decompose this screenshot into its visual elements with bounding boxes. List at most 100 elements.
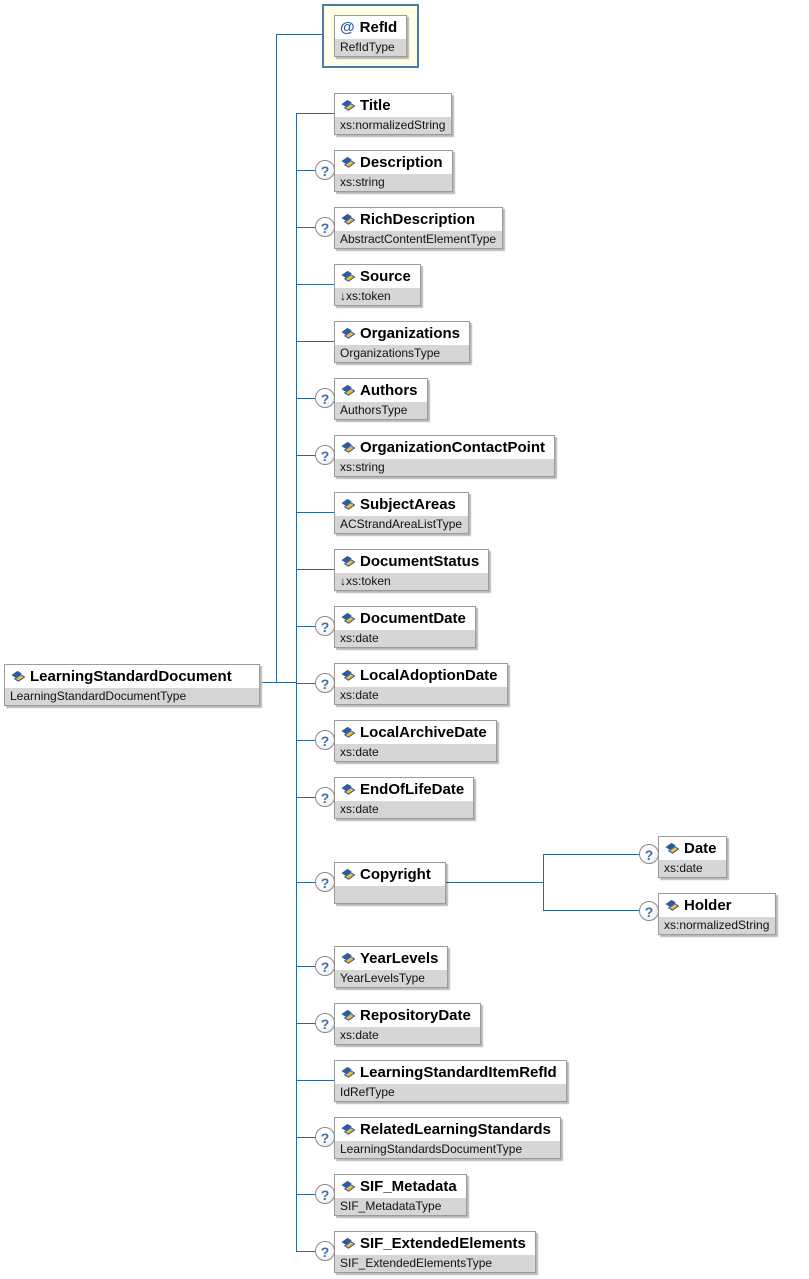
node-copyright[interactable]: Copyright xyxy=(334,862,446,904)
element-icon xyxy=(340,867,356,882)
node-sif-metadata[interactable]: SIF_Metadata SIF_MetadataType xyxy=(334,1174,467,1216)
connector xyxy=(296,1023,317,1024)
element-icon xyxy=(340,782,356,797)
node-yearlevels[interactable]: YearLevels YearLevelsType xyxy=(334,946,449,988)
node-localarchivedate[interactable]: LocalArchiveDate xs:date xyxy=(334,720,497,762)
node-copyright-date[interactable]: Date xs:date xyxy=(658,836,727,878)
node-documentstatus[interactable]: DocumentStatus ↓xs:token xyxy=(334,549,490,591)
connector xyxy=(296,398,317,399)
element-name: SubjectAreas xyxy=(360,496,456,513)
connector xyxy=(296,797,317,798)
optional-indicator: ? xyxy=(315,616,335,636)
element-type: ↓xs:token xyxy=(335,573,489,590)
element-icon xyxy=(340,440,356,455)
optional-indicator: ? xyxy=(315,787,335,807)
element-name: RelatedLearningStandards xyxy=(360,1121,551,1138)
node-title[interactable]: Title xs:normalizedString xyxy=(334,93,453,135)
node-description[interactable]: Description xs:string xyxy=(334,150,453,192)
node-authors[interactable]: Authors AuthorsType xyxy=(334,378,428,420)
node-subjectareas[interactable]: SubjectAreas ACStrandAreaListType xyxy=(334,492,470,534)
connector xyxy=(296,966,317,967)
element-name: DocumentDate xyxy=(360,610,466,627)
element-type: LearningStandardsDocumentType xyxy=(335,1141,560,1158)
connector xyxy=(543,910,640,911)
node-source[interactable]: Source ↓xs:token xyxy=(334,264,421,306)
optional-indicator: ? xyxy=(639,844,659,864)
element-icon xyxy=(340,326,356,341)
element-name: RichDescription xyxy=(360,211,476,228)
node-copyright-holder[interactable]: Holder xs:normalizedString xyxy=(658,893,777,935)
connector xyxy=(446,882,543,883)
element-icon xyxy=(340,212,356,227)
element-icon xyxy=(340,554,356,569)
node-learningstandarditemrefid[interactable]: LearningStandardItemRefId IdRefType xyxy=(334,1060,567,1102)
element-name: LearningStandardItemRefId xyxy=(360,1064,557,1081)
optional-indicator: ? xyxy=(315,160,335,180)
optional-indicator: ? xyxy=(315,1127,335,1147)
element-icon xyxy=(10,669,26,684)
element-type: xs:normalizedString xyxy=(659,917,776,934)
element-name: SIF_ExtendedElements xyxy=(360,1235,526,1252)
element-icon xyxy=(340,1008,356,1023)
element-icon xyxy=(340,98,356,113)
connector xyxy=(296,113,297,1252)
element-icon xyxy=(664,898,680,913)
element-name: LocalArchiveDate xyxy=(360,724,487,741)
node-localadoptiondate[interactable]: LocalAdoptionDate xs:date xyxy=(334,663,508,705)
attribute-frame: @ RefId RefIdType xyxy=(322,4,420,68)
attribute-icon: @ xyxy=(340,19,355,36)
node-richdescription[interactable]: RichDescription AbstractContentElementTy… xyxy=(334,207,504,249)
attribute-name: RefId xyxy=(359,19,398,36)
element-name: Authors xyxy=(360,382,418,399)
element-name: SIF_Metadata xyxy=(360,1178,457,1195)
node-refid-attribute[interactable]: @ RefId RefIdType xyxy=(334,15,408,57)
connector xyxy=(296,170,317,171)
connector xyxy=(543,854,640,855)
element-type: xs:date xyxy=(659,860,726,877)
element-type xyxy=(335,886,445,903)
node-repositorydate[interactable]: RepositoryDate xs:date xyxy=(334,1003,481,1045)
optional-indicator: ? xyxy=(315,673,335,693)
optional-indicator: ? xyxy=(315,388,335,408)
element-icon xyxy=(340,1065,356,1080)
node-organizationcontactpoint[interactable]: OrganizationContactPoint xs:string xyxy=(334,435,555,477)
optional-indicator: ? xyxy=(315,1241,335,1261)
element-type: OrganizationsType xyxy=(335,345,470,362)
node-learningstandarddocument[interactable]: LearningStandardDocument LearningStandar… xyxy=(4,664,260,706)
optional-indicator: ? xyxy=(315,730,335,750)
element-type: xs:date xyxy=(335,630,475,647)
node-relatedlearningstandards[interactable]: RelatedLearningStandards LearningStandar… xyxy=(334,1117,561,1159)
element-name: DocumentStatus xyxy=(360,553,480,570)
node-documentdate[interactable]: DocumentDate xs:date xyxy=(334,606,476,648)
connector xyxy=(262,682,296,683)
connector xyxy=(296,341,335,342)
element-name: RepositoryDate xyxy=(360,1007,471,1024)
connector xyxy=(296,882,317,883)
element-type: SIF_ExtendedElementsType xyxy=(335,1255,535,1272)
element-type: xs:date xyxy=(335,801,474,818)
connector xyxy=(296,455,317,456)
connector xyxy=(296,626,317,627)
element-name: Title xyxy=(360,97,391,114)
element-name: YearLevels xyxy=(360,950,439,967)
node-sif-extendedelements[interactable]: SIF_ExtendedElements SIF_ExtendedElement… xyxy=(334,1231,536,1273)
optional-indicator: ? xyxy=(639,901,659,921)
element-icon xyxy=(340,269,356,284)
element-icon xyxy=(340,1122,356,1137)
node-endoflifedate[interactable]: EndOfLifeDate xs:date xyxy=(334,777,475,819)
node-organizations[interactable]: Organizations OrganizationsType xyxy=(334,321,471,363)
attribute-type: RefIdType xyxy=(335,39,407,56)
element-type: xs:date xyxy=(335,744,496,761)
element-type: ACStrandAreaListType xyxy=(335,516,469,533)
element-type: ↓xs:token xyxy=(335,288,420,305)
element-name: Organizations xyxy=(360,325,461,342)
element-type: xs:date xyxy=(335,1027,480,1044)
connector xyxy=(296,1251,317,1252)
connector xyxy=(296,1194,317,1195)
element-icon xyxy=(340,383,356,398)
element-type: SIF_MetadataType xyxy=(335,1198,466,1215)
element-icon xyxy=(340,1236,356,1251)
optional-indicator: ? xyxy=(315,1184,335,1204)
optional-indicator: ? xyxy=(315,872,335,892)
